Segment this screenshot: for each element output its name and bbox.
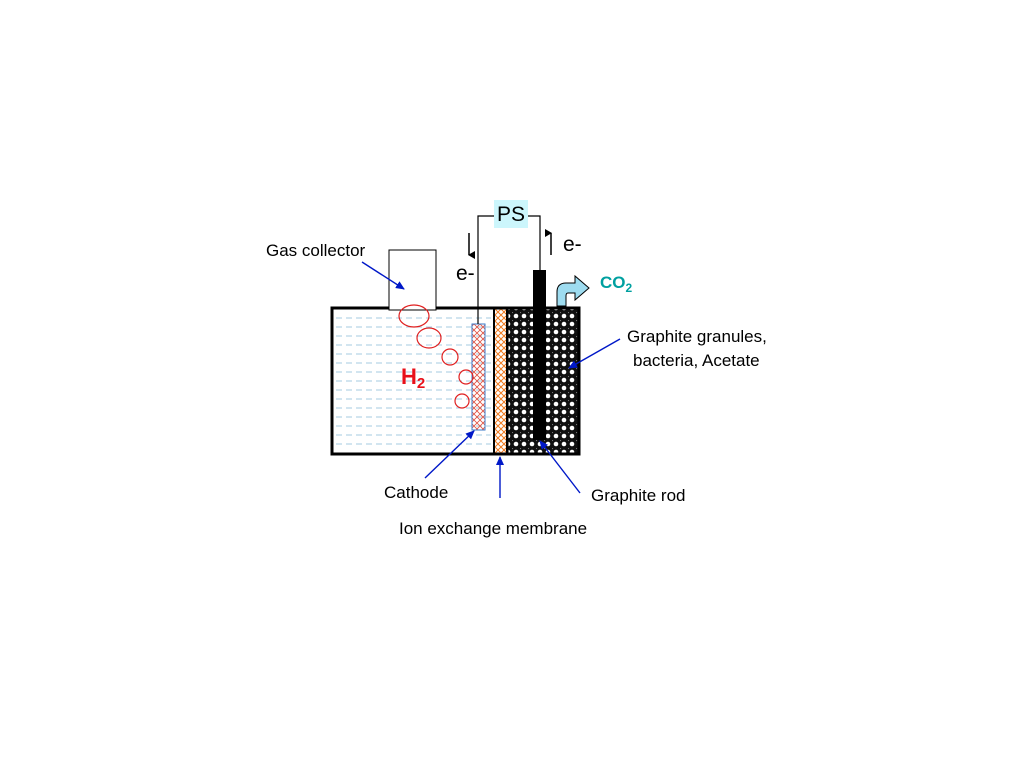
ion-exchange-membrane	[493, 307, 508, 455]
cell-outline	[330, 306, 581, 456]
graphite-rod	[533, 270, 546, 440]
graphite-granules-label-line1: Graphite granules,	[627, 327, 767, 346]
bubble	[458, 369, 474, 385]
graphite-rod-pointer	[539, 440, 581, 494]
electron-right-label: e-	[563, 233, 582, 256]
bubble	[398, 304, 430, 328]
power-supply-box	[494, 200, 528, 228]
bubble	[416, 327, 442, 349]
gas-collector	[388, 249, 437, 311]
co2-exhaust-arrow	[556, 274, 590, 307]
electrolyte-lines	[336, 317, 491, 445]
power-supply-label: PS	[497, 203, 525, 226]
gas-collector-label: Gas collector	[266, 241, 366, 260]
membrane-label: Ion exchange membrane	[399, 519, 587, 538]
pointer-arrows	[361, 261, 621, 498]
graphite-granules-label-line2: bacteria, Acetate	[633, 351, 760, 370]
anode-wire	[528, 215, 541, 270]
electron-left-label: e-	[456, 262, 475, 285]
cathode-pointer	[424, 430, 475, 479]
gas-collector-pointer	[361, 261, 405, 290]
cathode-chamber	[332, 308, 494, 454]
granules-pointer	[568, 338, 621, 369]
cathode-wire	[477, 215, 496, 324]
hydrogen-label: H2	[401, 364, 425, 392]
graphite-rod-label: Graphite rod	[591, 486, 686, 505]
cathode-label: Cathode	[384, 483, 448, 502]
bubble	[441, 348, 459, 366]
bubble	[454, 393, 470, 409]
co2-label: CO2	[600, 273, 633, 295]
cathode-plate	[471, 323, 486, 431]
hydrogen-bubbles	[398, 304, 474, 409]
